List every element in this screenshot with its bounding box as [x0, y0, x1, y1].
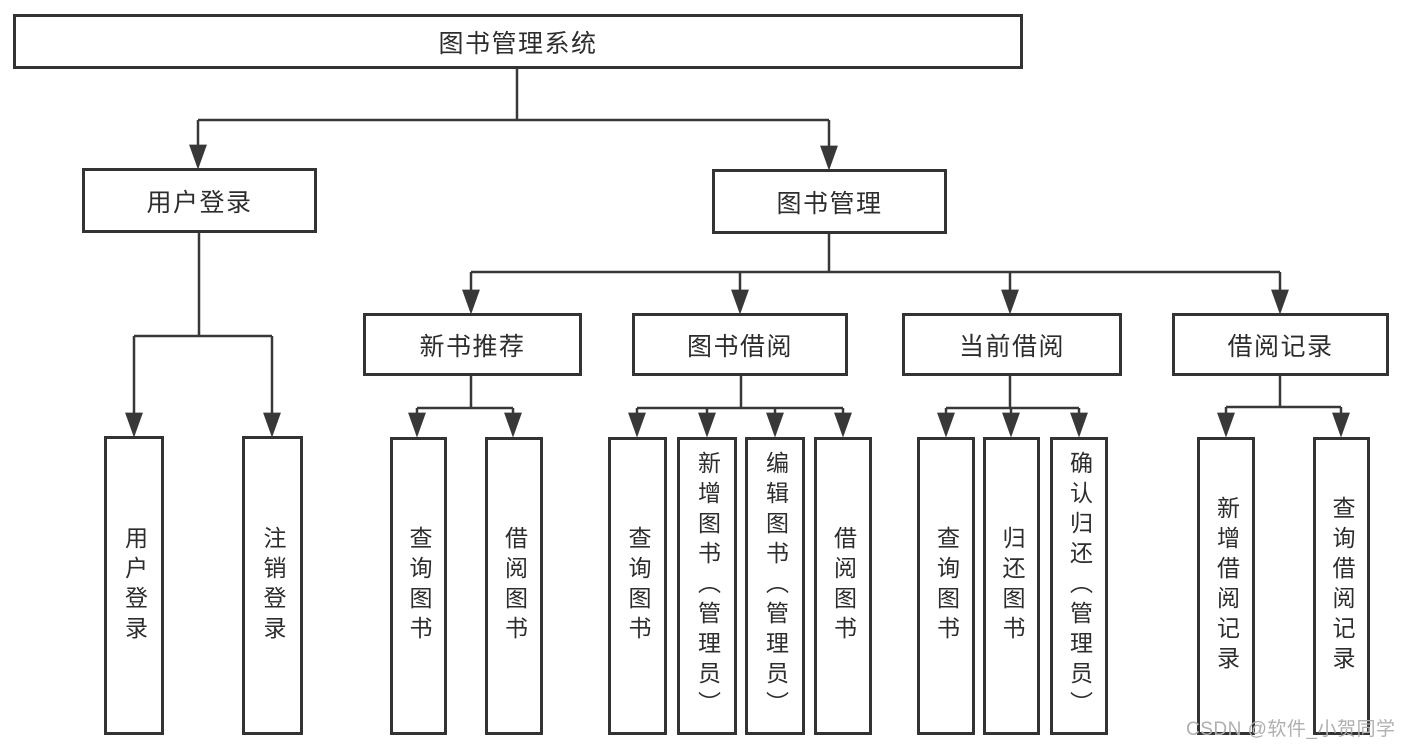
edge-book-management-trunk	[471, 234, 1280, 274]
leaf-box-query-books-borrow: 查询图书	[608, 437, 667, 735]
node-box-borrow-records: 借阅记录	[1172, 313, 1389, 376]
node-box-book-borrow: 图书借阅	[632, 313, 848, 376]
leaf-box-add-books-admin: 新增图书（管理员）	[677, 437, 737, 735]
node-box-book-management: 图书管理	[712, 169, 947, 234]
leaf-box-add-borrow-record: 新增借阅记录	[1197, 437, 1255, 735]
node-box-new-book-recommend: 新书推荐	[363, 313, 582, 376]
leaf-box-edit-books-admin: 编辑图书（管理员）	[745, 437, 805, 735]
node-box-current-borrow: 当前借阅	[902, 313, 1122, 376]
node-box-user-login: 用户登录	[82, 168, 317, 233]
leaf-box-return-books: 归还图书	[983, 437, 1040, 735]
leaf-box-query-books-current: 查询图书	[917, 437, 975, 735]
leaf-box-logout: 注销登录	[242, 436, 303, 735]
edge-new-book-trunk	[417, 376, 513, 410]
leaf-box-borrow-books: 借阅图书	[814, 437, 872, 735]
leaf-box-confirm-return-admin: 确认归还（管理员）	[1050, 437, 1108, 735]
node-box-library-system: 图书管理系统	[13, 14, 1023, 69]
leaf-box-query-books-recommend: 查询图书	[390, 437, 447, 735]
edge-root-trunk	[198, 67, 829, 122]
leaf-box-user-login: 用户登录	[104, 436, 164, 735]
edge-borrow-records-trunk	[1226, 376, 1341, 409]
edge-current-borrow-trunk	[946, 376, 1079, 410]
csdn-watermark: CSDN @软件_小贺同学	[1186, 719, 1396, 740]
edge-book-borrow-trunk	[637, 376, 843, 410]
edge-user-login-trunk	[134, 233, 272, 338]
leaf-box-borrow-books-recommend: 借阅图书	[485, 437, 543, 735]
leaf-box-query-borrow-record: 查询借阅记录	[1313, 437, 1370, 735]
